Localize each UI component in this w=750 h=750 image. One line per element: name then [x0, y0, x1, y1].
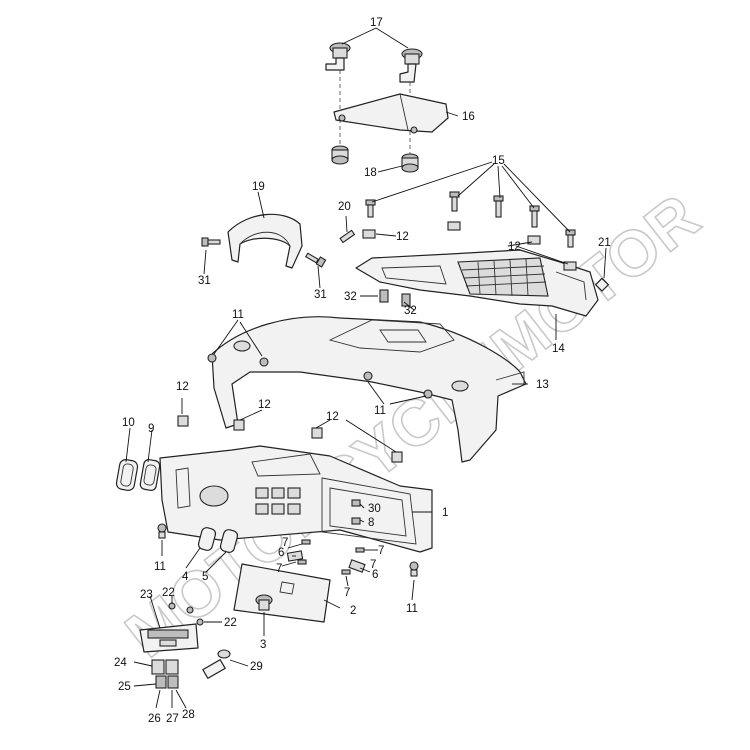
- callout-22-b: 22: [224, 617, 237, 629]
- clip-12-grille: [362, 221, 577, 271]
- callout-1: 1: [442, 507, 448, 519]
- screw-15-c: [493, 195, 504, 218]
- washer-32: [379, 289, 411, 307]
- gauge-cluster-23: [139, 623, 199, 653]
- leader-lines: [125, 27, 607, 709]
- callout-12-c: 12: [326, 411, 339, 423]
- callout-25: 25: [118, 681, 131, 693]
- callout-17: 17: [370, 17, 383, 29]
- callout-31-left: 31: [198, 275, 211, 287]
- callout-7-d: 7: [344, 587, 350, 599]
- callout-30: 30: [368, 503, 381, 515]
- screw-15-a: [365, 199, 376, 218]
- hinge-6-right: [348, 559, 366, 573]
- dash-panel-1: [159, 415, 433, 553]
- callout-26: 26: [148, 713, 161, 725]
- callout-20: 20: [338, 201, 351, 213]
- callout-29: 29: [250, 661, 263, 673]
- callout-32-left: 32: [344, 291, 357, 303]
- callout-8: 8: [368, 517, 374, 529]
- bezel-9: [139, 459, 161, 491]
- callout-12-grille-left: 12: [396, 231, 409, 243]
- screw-31-left: [201, 237, 221, 247]
- callout-16: 16: [462, 111, 475, 123]
- screw-15-d: [529, 205, 540, 228]
- callout-22-a: 22: [162, 587, 175, 599]
- grommet-right-18: [401, 153, 419, 173]
- bracket-19: [227, 213, 303, 269]
- callout-3: 3: [260, 639, 266, 651]
- callout-2: 2: [350, 605, 356, 617]
- callout-27: 27: [166, 713, 179, 725]
- diamond-clip-21: [595, 277, 609, 292]
- bezel-10: [115, 459, 139, 491]
- callout-15: 15: [492, 155, 505, 167]
- callout-11-left: 11: [154, 561, 166, 573]
- callout-19: 19: [252, 181, 265, 193]
- screw-15-e: [565, 229, 576, 248]
- callout-32-right: 32: [404, 305, 417, 317]
- callout-6-a: 6: [278, 547, 284, 559]
- upper-dash-cover-13: [207, 316, 527, 463]
- callout-31-right: 31: [314, 289, 327, 301]
- callout-11-upper-left: 11: [232, 309, 244, 321]
- grommet-left-18: [331, 145, 349, 165]
- glovebox-door-2: [233, 563, 331, 623]
- callout-24: 24: [114, 657, 127, 669]
- callout-11-upper-mid: 11: [374, 405, 386, 417]
- callout-7-b: 7: [276, 563, 282, 575]
- callout-6-b: 6: [372, 569, 378, 581]
- storage-lid-16: [333, 93, 449, 134]
- latch-3: [255, 594, 273, 611]
- fastener-11-right: [409, 561, 419, 577]
- callout-11-right: 11: [406, 603, 418, 615]
- callout-18: 18: [364, 167, 377, 179]
- screw-31-right: [305, 252, 327, 268]
- cap-left-17: [325, 42, 351, 71]
- switch-block-24-28: [151, 659, 179, 689]
- callout-4: 4: [182, 571, 189, 583]
- pin-20: [339, 229, 356, 244]
- callout-23: 23: [140, 589, 153, 601]
- callout-12-a: 12: [176, 381, 189, 393]
- switch-plate-4-5: [197, 527, 239, 553]
- callout-10: 10: [122, 417, 135, 429]
- callout-12-grille-right: 12: [508, 241, 521, 253]
- screw-8-30: [351, 499, 361, 525]
- callout-7-c2: 7: [370, 559, 376, 571]
- callout-28: 28: [182, 709, 195, 721]
- callout-9: 9: [148, 423, 154, 435]
- callout-13: 13: [536, 379, 549, 391]
- callout-12-b: 12: [258, 399, 271, 411]
- vent-grille-14: [355, 249, 599, 317]
- screw-15-b: [449, 191, 460, 212]
- callout-7-c: 7: [378, 545, 384, 557]
- callout-5: 5: [202, 571, 208, 583]
- washer-22: [168, 602, 204, 626]
- callout-7-a: 7: [282, 537, 288, 549]
- callout-21: 21: [598, 237, 611, 249]
- callout-14: 14: [552, 343, 565, 355]
- fastener-11-left: [157, 523, 167, 539]
- socket-29: [202, 649, 231, 679]
- cap-right-17: [399, 48, 423, 83]
